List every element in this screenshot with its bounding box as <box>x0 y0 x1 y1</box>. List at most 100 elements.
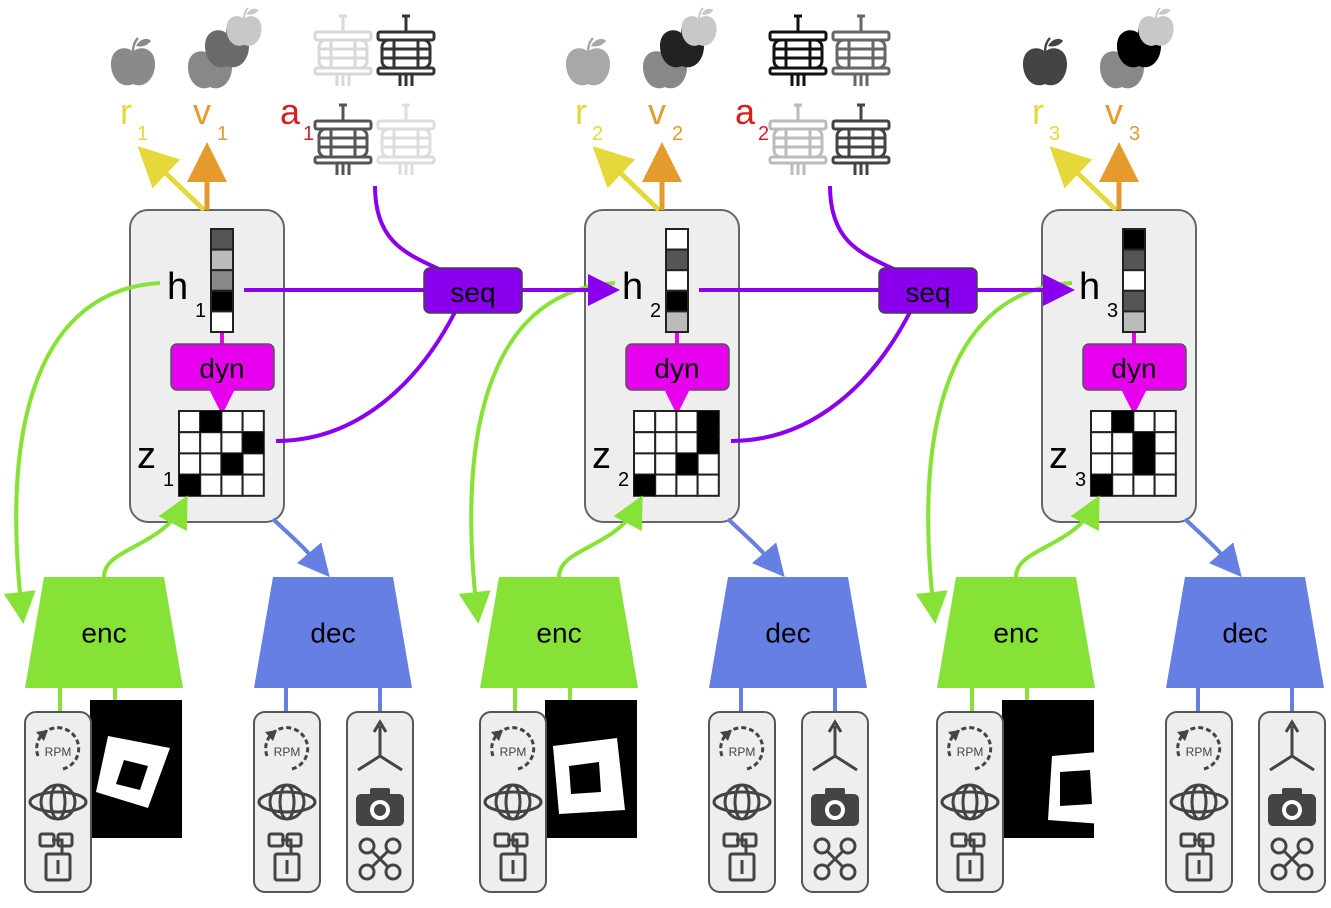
actuator-icon <box>1179 832 1215 882</box>
z-cell <box>675 431 699 455</box>
drone-rotor-1 <box>358 837 376 855</box>
reward-apple-icon-body <box>566 48 610 86</box>
axes-icon <box>1269 719 1315 772</box>
z-letter: z <box>137 435 156 477</box>
h-cell <box>665 248 689 272</box>
reward-apple-icon <box>566 37 610 86</box>
rpm-arrow <box>948 730 960 741</box>
z-cell <box>1090 431 1114 455</box>
rpm-icon-label: RPM <box>957 745 984 759</box>
decoded-extra-panel <box>1258 711 1326 893</box>
value-apple-icon <box>226 7 262 46</box>
actuator-icon <box>38 832 74 882</box>
z-cell <box>1153 410 1177 434</box>
h-cell <box>1122 289 1146 313</box>
rpm-icon <box>947 726 993 771</box>
rotor-icon-base <box>768 66 828 76</box>
z-cell <box>241 452 265 476</box>
axis-right <box>379 754 403 772</box>
value-letter: v <box>1105 91 1123 132</box>
z-label: z1 <box>137 435 174 491</box>
dyn-label: dyn <box>199 353 244 384</box>
drone-rotor-4 <box>384 863 402 881</box>
value-subscript: 3 <box>1129 123 1140 145</box>
rotor-icon-base <box>376 66 436 76</box>
value-apple-icon-leaf <box>701 8 714 15</box>
value-letter: v <box>648 91 666 132</box>
rotor-icon-housing <box>772 38 824 70</box>
encoder-block-shape <box>937 577 1095 688</box>
decoder-block-label: dec <box>1222 618 1267 649</box>
z-cell-active <box>676 453 698 475</box>
z-cell <box>178 452 202 476</box>
camera-icon <box>1268 788 1316 826</box>
z-cell <box>178 410 202 434</box>
gyro-orbit <box>483 790 543 814</box>
drone-arm-2 <box>1282 849 1302 869</box>
h-label: h2 <box>622 266 661 322</box>
h-cell <box>1122 228 1146 251</box>
z-cell <box>654 452 678 476</box>
gyroscope-icon <box>1169 783 1229 821</box>
actuator-base <box>1185 852 1213 882</box>
encoder-block-label: enc <box>993 618 1038 649</box>
rpm-icon-label: RPM <box>274 745 301 759</box>
rotor-icon-housing <box>772 127 824 159</box>
z-cell <box>654 431 678 455</box>
action-letter: a <box>735 91 756 132</box>
rotor-icon <box>376 103 436 175</box>
z-cell <box>199 431 223 455</box>
h-cell <box>210 310 234 333</box>
seq-label: seq <box>905 277 950 308</box>
z-cell <box>220 431 244 455</box>
rpm-dial <box>1176 726 1222 771</box>
drone-rotor-4 <box>1296 863 1314 881</box>
reward-apple-icon-stem <box>131 37 139 53</box>
decoder-block: dec <box>1166 577 1324 688</box>
reward-arrow <box>137 146 206 212</box>
sensor-panel: RPM <box>479 711 547 893</box>
rotor-icon-base <box>768 155 828 165</box>
actuator-base <box>499 852 527 882</box>
rpm-dial <box>719 726 765 771</box>
axis-right <box>1291 754 1315 772</box>
gyroscope-icon <box>940 783 1000 821</box>
h-letter: h <box>622 266 643 308</box>
rotor-icon-housing <box>317 127 369 159</box>
z-cell <box>675 473 699 497</box>
rotor-icon-base <box>831 66 891 76</box>
action-label: a2 <box>735 91 769 145</box>
rotor-icon <box>831 103 891 175</box>
z-cell-active <box>1091 474 1113 496</box>
value-subscript: 1 <box>217 123 228 145</box>
gyro-orbit <box>1169 790 1229 814</box>
decoder-block-shape <box>1166 577 1324 688</box>
z-cell <box>1153 452 1177 476</box>
reward-letter: r <box>1032 91 1044 132</box>
h-letter: h <box>1079 266 1100 308</box>
encoder-to-z-arrow <box>557 495 643 578</box>
rpm-arrow <box>265 730 277 741</box>
drone-rotor-2 <box>1296 837 1314 855</box>
drone-arm-2 <box>825 849 845 869</box>
rpm-dial <box>490 726 536 771</box>
z-cell <box>241 473 265 497</box>
pixel-observation <box>1002 700 1102 838</box>
value-apple-icon-stem <box>1155 7 1161 20</box>
action-letter: a <box>280 91 301 132</box>
rpm-icon <box>490 726 536 771</box>
encoder-block: enc <box>25 577 183 688</box>
seq-box <box>423 267 523 314</box>
drone-rotor-2 <box>384 837 402 855</box>
reward-apple-icon-leaf <box>591 38 606 47</box>
encoder-block-label: enc <box>81 618 126 649</box>
z-cell <box>696 452 720 476</box>
h-cell <box>665 289 689 313</box>
z-cell-active <box>1133 432 1155 454</box>
reward-letter: r <box>120 91 132 132</box>
encoder-block-shape <box>25 577 183 688</box>
axis-up-head <box>372 719 388 733</box>
value-apple-icon-body <box>226 16 262 46</box>
camera-top <box>1282 788 1302 796</box>
h-cell <box>1122 310 1146 333</box>
